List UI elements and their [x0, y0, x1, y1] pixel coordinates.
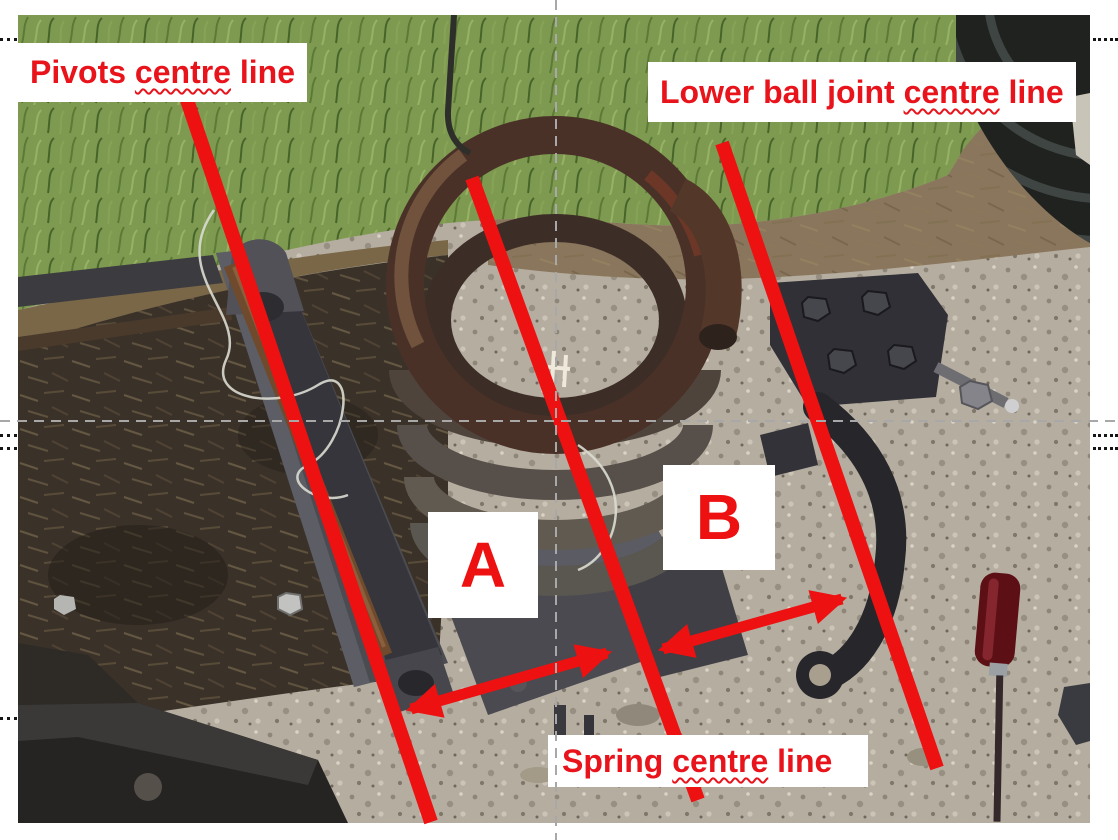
- pivots-centre-line-label: Pivots centre line: [18, 43, 307, 102]
- bolt: [54, 595, 76, 615]
- bolt-heads: [800, 289, 918, 375]
- screwdriver-shaft: [993, 675, 1004, 822]
- steering-arm: [803, 392, 907, 692]
- label-text-wavy: centre: [903, 74, 1000, 110]
- edge-tick: [1093, 38, 1118, 41]
- label-text: Pivots: [30, 54, 135, 90]
- white-wire: [198, 209, 618, 572]
- distance-a-double-arrow-icon: [405, 644, 613, 718]
- arm-eye: [809, 664, 831, 686]
- label-text: line: [999, 74, 1064, 110]
- dirt: [18, 70, 1090, 347]
- distance-b-double-arrow-icon: [657, 590, 848, 658]
- label-text-wavy: centre: [672, 743, 769, 779]
- spring-centre-line-label: Spring centre line: [548, 735, 868, 787]
- clip-part: [1058, 683, 1090, 745]
- wire-rod: [444, 15, 472, 156]
- marker-a-letter: A: [459, 529, 507, 601]
- label-text: line: [230, 54, 295, 90]
- coil-end: [668, 178, 742, 340]
- edge-tick: [1093, 434, 1118, 437]
- edge-tick: [0, 434, 17, 437]
- pebble: [616, 704, 660, 726]
- ferrule: [988, 662, 1008, 677]
- lower-ball-joint-centre-line-label: Lower ball joint centre line: [648, 62, 1076, 122]
- marker-a-box: A: [428, 512, 538, 618]
- chalk-mark: [547, 350, 571, 388]
- marker-b-letter: B: [695, 481, 743, 553]
- label-text-wavy: centre: [134, 54, 231, 90]
- pebble: [520, 767, 556, 783]
- label-text: Lower ball joint: [660, 74, 904, 110]
- castle-nut: [958, 379, 994, 411]
- screwdriver: [974, 572, 1021, 822]
- axle-beam: [18, 643, 348, 823]
- label-text: Spring: [562, 743, 673, 779]
- tie-rod: [18, 307, 232, 351]
- pivots-centre-line: [180, 97, 438, 825]
- edge-tick: [0, 717, 17, 720]
- edge-tick: [0, 38, 17, 41]
- label-text: line: [768, 743, 833, 779]
- lower-ball-joint-centre-line: [715, 140, 944, 771]
- spring-centre-line: [465, 175, 705, 803]
- marker-b-box: B: [663, 465, 775, 570]
- bolt: [277, 591, 304, 617]
- edge-tick: [1093, 447, 1118, 450]
- steering-knuckle: [760, 273, 1019, 699]
- edge-tick: [0, 447, 17, 450]
- rock: [134, 773, 162, 801]
